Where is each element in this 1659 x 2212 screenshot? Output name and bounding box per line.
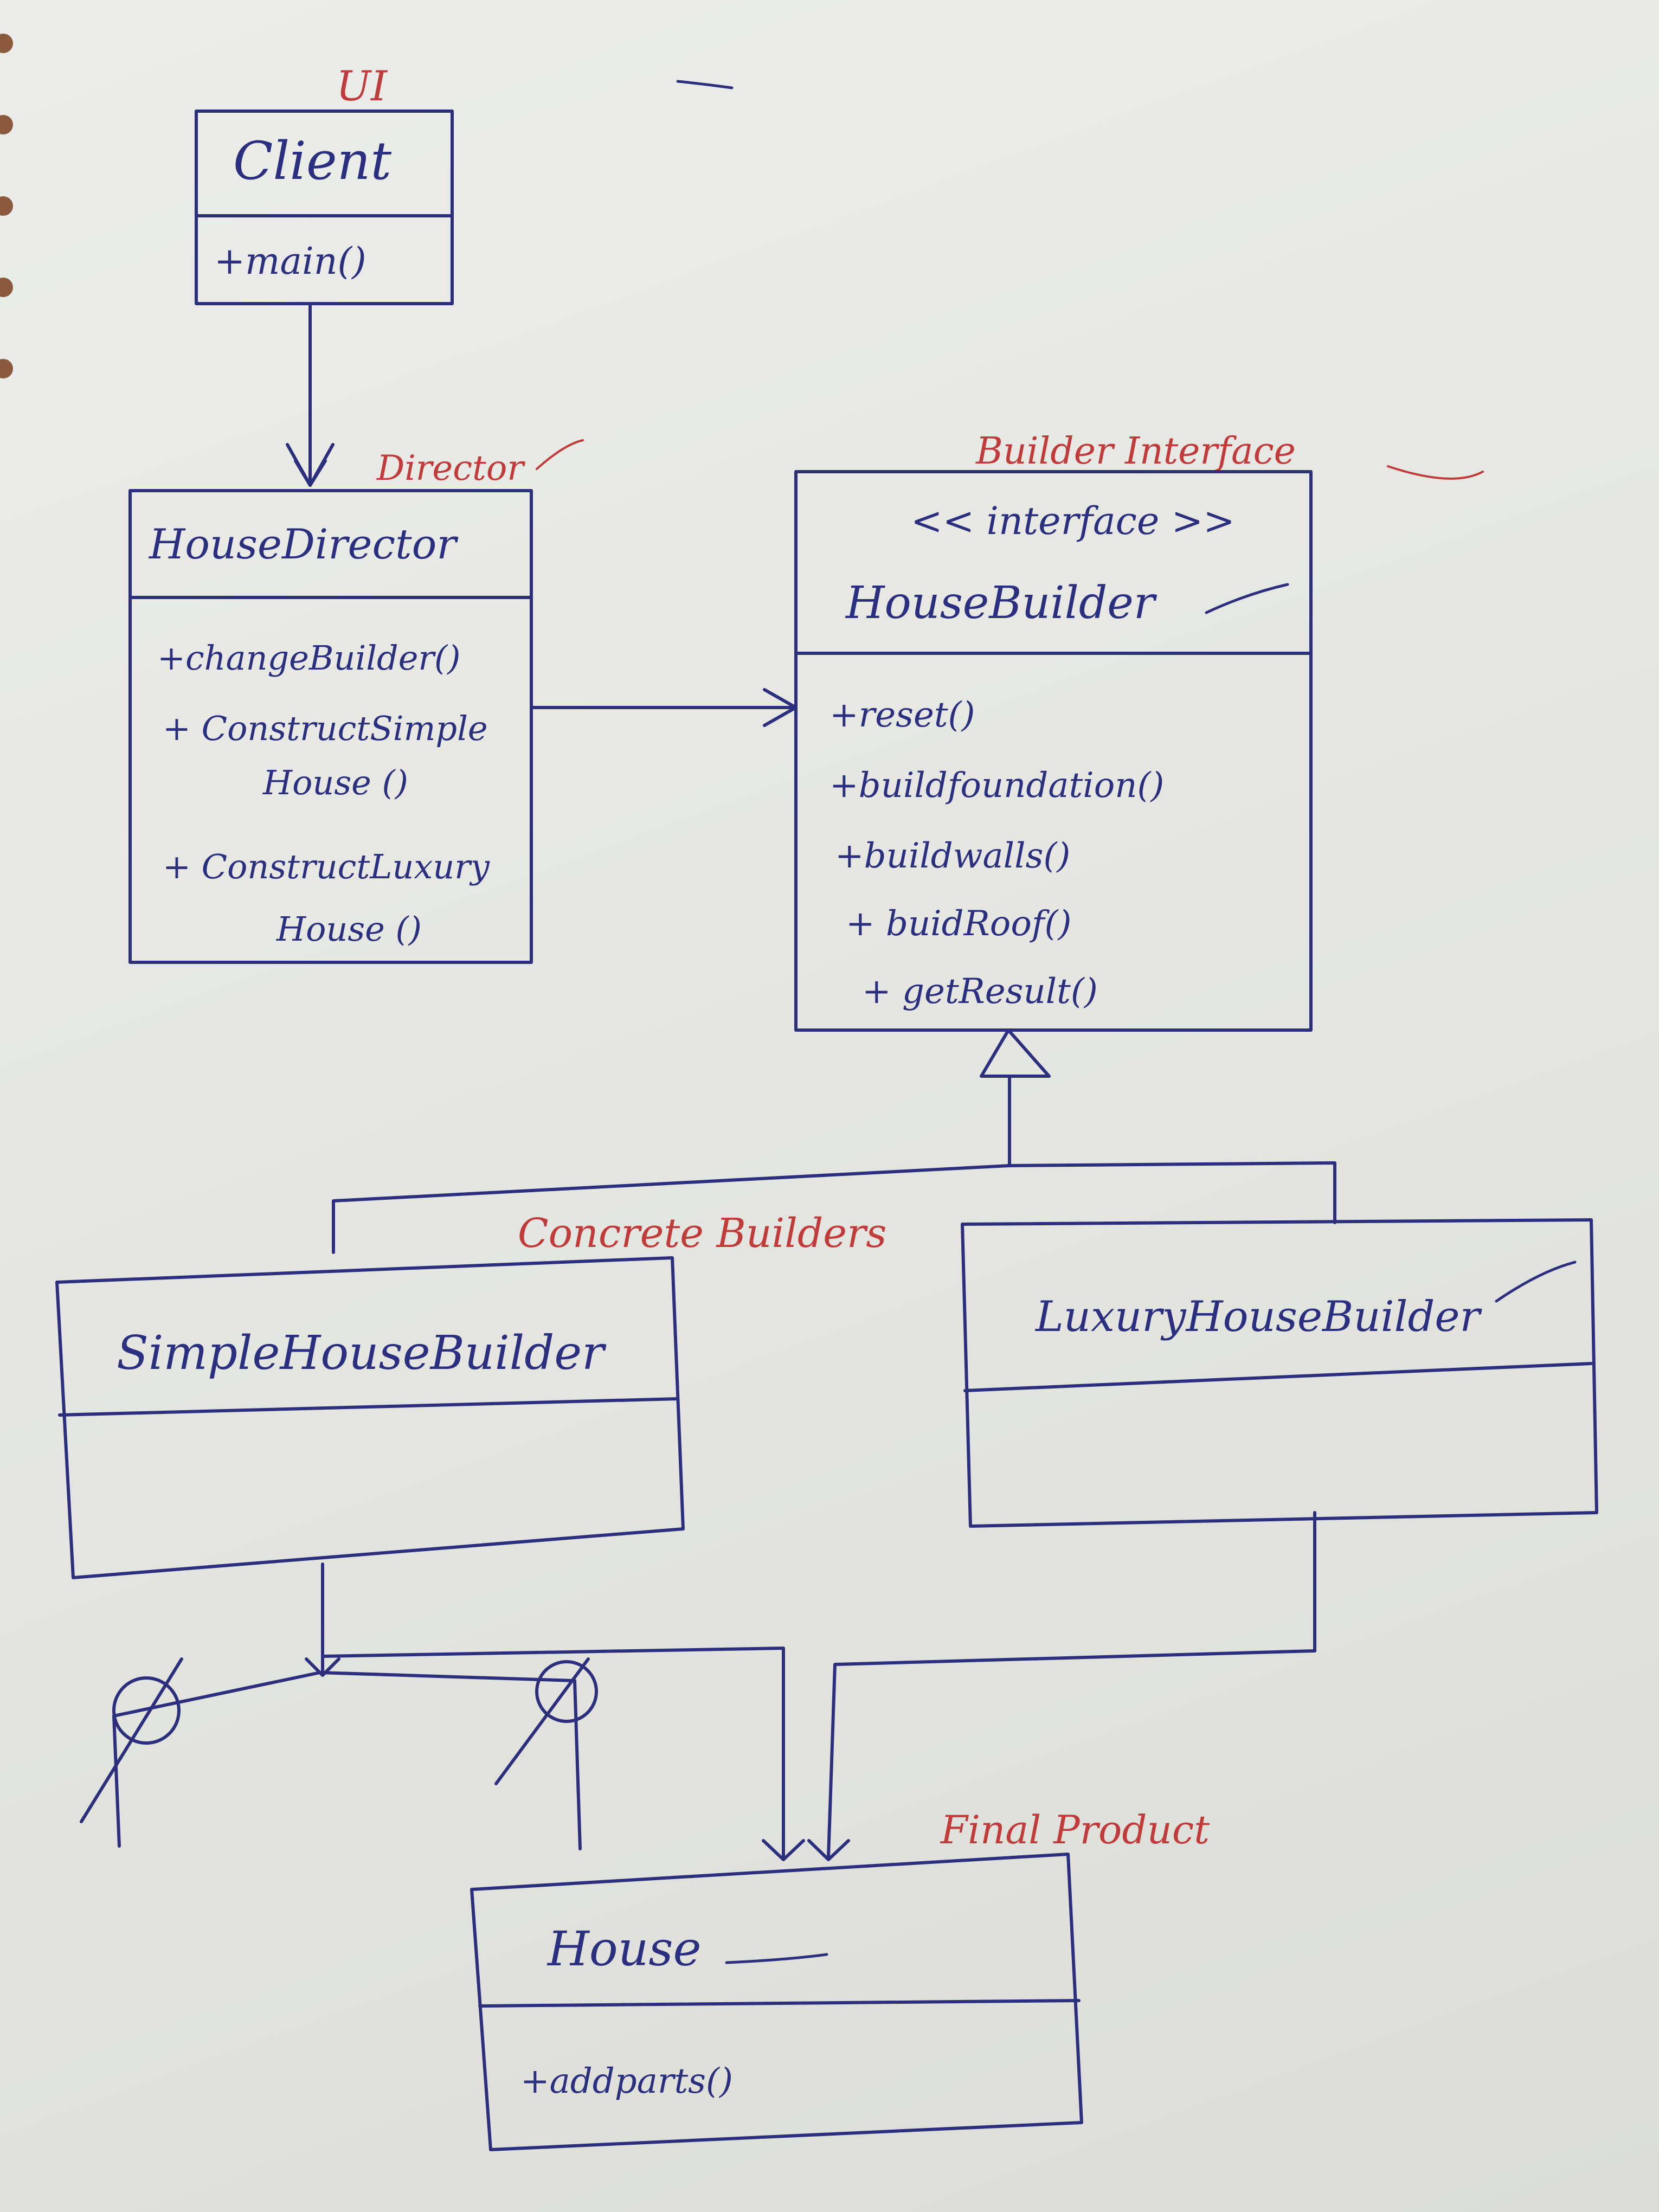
concrete-builders-label: Concrete Builders bbox=[518, 1210, 886, 1257]
client-director-arrow bbox=[286, 302, 335, 487]
builder-box bbox=[794, 470, 1313, 1032]
realization-arrow bbox=[332, 1028, 1336, 1254]
builder-interface-label: Builder Interface bbox=[975, 430, 1296, 473]
builder-interface-flourish bbox=[1387, 465, 1484, 480]
luxury-builder-name-flourish bbox=[1495, 1261, 1577, 1303]
final-product-label: Final Product bbox=[940, 1807, 1210, 1853]
builder-method-buildfoundation: +buildfoundation() bbox=[829, 766, 1164, 806]
luxury-builder-box bbox=[961, 1218, 1598, 1528]
builder-method-getresult: + getResult() bbox=[862, 972, 1098, 1012]
builder-interface-class[interactable]: Builder Interface << interface >> HouseB… bbox=[794, 430, 1484, 1032]
director-class[interactable]: Director HouseDirector +changeBuilder() … bbox=[128, 439, 584, 964]
house-divider bbox=[478, 1999, 1081, 2008]
director-method-constructluxury: + ConstructLuxury bbox=[163, 847, 490, 886]
director-name: HouseDirector bbox=[148, 520, 459, 568]
builder-stereotype: << interface >> bbox=[911, 499, 1235, 543]
simple-to-house-arrow bbox=[305, 1562, 805, 1861]
builder-name: HouseBuilder bbox=[845, 577, 1158, 629]
client-method: +main() bbox=[214, 240, 366, 283]
house-class[interactable]: Final Product House +addparts() bbox=[470, 1807, 1210, 2151]
house-box bbox=[470, 1853, 1083, 2151]
simple-builder-box bbox=[55, 1256, 685, 1579]
house-name-flourish bbox=[725, 1953, 828, 1964]
builder-method-buildwalls: +buildwalls() bbox=[835, 836, 1070, 876]
luxury-to-house-arrow bbox=[807, 1511, 1316, 1861]
stray-mark bbox=[676, 80, 734, 89]
luxury-builder-name: LuxuryHouseBuilder bbox=[1034, 1293, 1483, 1341]
director-label: Director bbox=[376, 448, 525, 488]
crossed-out-sketch bbox=[80, 1657, 598, 1850]
director-box bbox=[128, 489, 533, 964]
spiral-binding bbox=[0, 34, 13, 378]
director-method-changebuilder: +changeBuilder() bbox=[157, 638, 460, 678]
builder-method-buildroof: + buidRoof() bbox=[846, 904, 1071, 944]
director-label-flourish bbox=[536, 439, 584, 470]
director-method-constructluxury-cont: House () bbox=[276, 909, 422, 949]
client-name: Client bbox=[233, 131, 392, 191]
house-name: House bbox=[546, 1921, 702, 1977]
builder-name-flourish bbox=[1205, 583, 1289, 614]
simple-builder-divider bbox=[58, 1397, 679, 1417]
builder-method-reset: +reset() bbox=[829, 695, 975, 735]
luxury-builder-class[interactable]: LuxuryHouseBuilder bbox=[961, 1218, 1598, 1528]
director-builder-arrow bbox=[530, 688, 798, 727]
simple-builder-name: SimpleHouseBuilder bbox=[117, 1326, 607, 1380]
simple-builder-class[interactable]: SimpleHouseBuilder bbox=[55, 1256, 685, 1579]
luxury-builder-divider bbox=[963, 1362, 1593, 1392]
client-class[interactable]: UI Client +main() bbox=[195, 62, 454, 305]
house-method-addparts: +addparts() bbox=[520, 2061, 733, 2101]
client-box bbox=[195, 110, 454, 305]
director-method-constructsimple-cont: House () bbox=[262, 763, 408, 802]
ui-label: UI bbox=[336, 62, 388, 110]
director-method-constructsimple: + ConstructSimple bbox=[163, 709, 488, 748]
